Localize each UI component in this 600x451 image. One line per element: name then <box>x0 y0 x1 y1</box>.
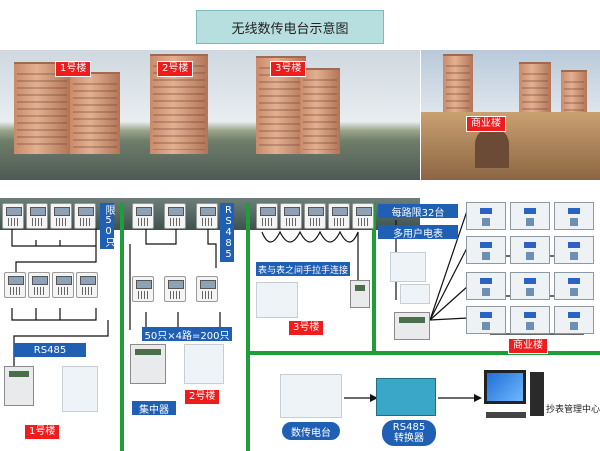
multi-user-meter <box>510 272 550 300</box>
panel2-rs485-vertical: RS485 <box>220 203 234 262</box>
meter <box>2 203 24 229</box>
rs485-converter-image <box>376 378 436 416</box>
meter <box>164 203 186 229</box>
meter <box>52 272 74 298</box>
meter <box>76 272 98 298</box>
multi-user-meter <box>466 272 506 300</box>
commercial-building-label: 商业楼 <box>466 116 506 132</box>
meter <box>28 272 50 298</box>
meter <box>4 272 26 298</box>
meter <box>132 276 154 302</box>
panel4-building-label: 商业楼 <box>508 338 548 354</box>
meter <box>74 203 96 229</box>
multi-user-meter <box>510 306 550 334</box>
panel1-collector <box>4 366 34 406</box>
rs485-converter-label: RS485 转换器 <box>382 420 436 446</box>
divider-4 <box>246 351 600 355</box>
computer-monitor <box>484 370 526 404</box>
panel4-line1: 每路限32台 <box>378 204 458 219</box>
panel1-limit-text: 限50只 <box>100 203 114 249</box>
keyboard <box>486 412 526 418</box>
panel2-count-text: 50只×4路=200只 <box>142 327 232 342</box>
multi-user-meter <box>510 236 550 264</box>
concentrator-device <box>130 344 166 384</box>
panel4-radio-card-1 <box>390 252 426 282</box>
multi-user-meter <box>554 236 594 264</box>
concentrator-label: 集中器 <box>132 401 176 416</box>
converter-line2: 转换器 <box>394 433 424 444</box>
computer-tower <box>530 372 544 416</box>
panel3-building-label: 3号楼 <box>288 320 325 336</box>
meter <box>132 203 154 229</box>
multi-user-meter <box>554 272 594 300</box>
panel3-radio-card <box>256 282 298 318</box>
multi-user-meter <box>466 236 506 264</box>
panel2-building-label: 2号楼 <box>184 389 221 405</box>
meter <box>50 203 72 229</box>
building-1-label: 1号楼 <box>55 61 92 77</box>
multi-user-meter <box>554 306 594 334</box>
meter <box>164 276 186 302</box>
multi-user-meter <box>466 306 506 334</box>
panel1-building-label: 1号楼 <box>24 424 61 440</box>
panel4-radio-card-2 <box>400 284 430 304</box>
panel1-rs485-label: RS485 <box>14 343 86 357</box>
panel4-collector <box>394 312 430 340</box>
meter <box>280 203 302 229</box>
building-3-label: 3号楼 <box>270 61 307 77</box>
radio-station-image <box>280 374 342 418</box>
multi-user-meter <box>554 202 594 230</box>
divider-2 <box>246 203 250 451</box>
panel2-radio-card <box>184 344 224 384</box>
panel1-radio-card <box>62 366 98 412</box>
meter <box>196 276 218 302</box>
reading-center-label: 抄表管理中心 <box>546 405 600 415</box>
multi-user-meter <box>510 202 550 230</box>
meter <box>196 203 218 229</box>
meter <box>304 203 326 229</box>
radio-station-label: 数传电台 <box>282 422 340 440</box>
panel4-line2: 多用户电表 <box>378 225 458 240</box>
multi-user-meter <box>466 202 506 230</box>
panel3-collector <box>350 280 370 308</box>
building-2-label: 2号楼 <box>157 61 194 77</box>
meter <box>328 203 350 229</box>
commercial-photo <box>421 50 600 180</box>
diagram-title: 无线数传电台示意图 <box>196 10 384 44</box>
converter-line1: RS485 <box>392 422 426 433</box>
divider-3 <box>372 203 376 353</box>
divider-1 <box>120 203 124 451</box>
meter <box>256 203 278 229</box>
hand-in-hand-text: 表与表之间手拉手连接 <box>256 262 350 276</box>
meter <box>26 203 48 229</box>
meter <box>352 203 374 229</box>
